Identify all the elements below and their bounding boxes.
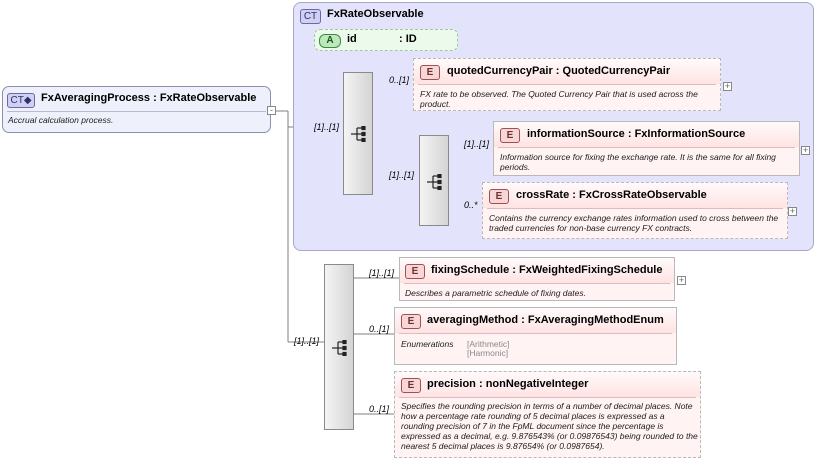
cardinality-label: 0..* — [464, 200, 478, 210]
attribute-id[interactable]: A id : ID — [314, 29, 458, 51]
element-badge: E — [500, 128, 520, 143]
sequence-icon — [332, 340, 347, 356]
cardinality-label: [1]..[1] — [464, 139, 490, 149]
divider — [7, 111, 266, 112]
element-badge: E — [420, 65, 440, 80]
element-quotedCurrencyPair[interactable]: E quotedCurrencyPair : QuotedCurrencyPai… — [413, 58, 732, 111]
element-description: Information source for fixing the exchan… — [500, 152, 776, 172]
element-title: informationSource : FxInformationSource — [527, 128, 746, 140]
expand-icon[interactable]: + — [801, 145, 810, 155]
element-badge: E — [489, 189, 509, 204]
expand-icon[interactable]: + — [677, 275, 686, 285]
element-precision[interactable]: E precision : nonNegativeInteger Specifi… — [394, 371, 701, 458]
element-badge: E — [401, 314, 421, 329]
element-description: FX rate to be observed. The Quoted Curre… — [420, 89, 698, 109]
expand-icon[interactable]: + — [788, 206, 797, 216]
sequence-compositor-2[interactable] — [419, 135, 449, 226]
sequence-icon — [427, 174, 442, 190]
element-title: averagingMethod : FxAveragingMethodEnum — [427, 314, 664, 326]
element-title: crossRate : FxCrossRateObservable — [516, 189, 707, 201]
root-title: FxAveragingProcess : FxRateObservable — [41, 92, 257, 104]
cardinality-label: 0..[1] — [389, 75, 410, 85]
element-informationSource[interactable]: E informationSource : FxInformationSourc… — [493, 121, 810, 176]
cardinality-label: 0..[1] — [369, 404, 390, 414]
element-description: Describes a parametric schedule of fixin… — [405, 288, 586, 298]
root-complex-type[interactable]: CT◆ FxAveragingProcess : FxRateObservabl… — [2, 86, 276, 133]
cardinality-label: [1]..[1] — [369, 268, 395, 278]
enumerations-label: Enumerations — [401, 339, 454, 349]
attribute-name: id — [347, 33, 357, 45]
cardinality-label: [1]..[1] — [314, 122, 340, 132]
expand-icon[interactable]: + — [723, 81, 732, 91]
expand-icon[interactable]: - — [267, 106, 276, 115]
element-badge: E — [405, 264, 425, 279]
element-description: Contains the currency exchange rates inf… — [489, 213, 779, 233]
element-crossRate[interactable]: E crossRate : FxCrossRateObservable Cont… — [482, 182, 797, 239]
attribute-type: : ID — [399, 33, 417, 45]
element-averagingMethod[interactable]: E averagingMethod : FxAveragingMethodEnu… — [394, 307, 677, 365]
root-description: Accrual calculation process. — [8, 115, 114, 125]
complex-type-badge: CT — [300, 9, 321, 24]
element-fixingSchedule[interactable]: E fixingSchedule : FxWeightedFixingSched… — [399, 257, 686, 301]
element-badge: E — [401, 378, 421, 393]
element-title: fixingSchedule : FxWeightedFixingSchedul… — [431, 264, 663, 276]
enum-value-arithmetic: [Arithmetic] — [467, 339, 510, 349]
sequence-compositor-1[interactable] — [343, 72, 373, 195]
cardinality-label: [1]..[1] — [389, 170, 415, 180]
element-title: quotedCurrencyPair : QuotedCurrencyPair — [447, 65, 671, 77]
cardinality-label: [1]..[1] — [294, 336, 320, 346]
complex-type-icon: CT◆ — [7, 93, 35, 108]
element-description: Specifies the rounding precision in term… — [401, 401, 698, 451]
attribute-badge: A — [319, 34, 341, 48]
cardinality-label: 0..[1] — [369, 324, 390, 334]
sequence-icon — [351, 126, 366, 142]
complex-type-title: FxRateObservable — [327, 8, 424, 20]
enum-value-harmonic: [Harmonic] — [467, 348, 509, 358]
element-title: precision : nonNegativeInteger — [427, 378, 589, 390]
sequence-compositor-3[interactable] — [324, 264, 354, 430]
